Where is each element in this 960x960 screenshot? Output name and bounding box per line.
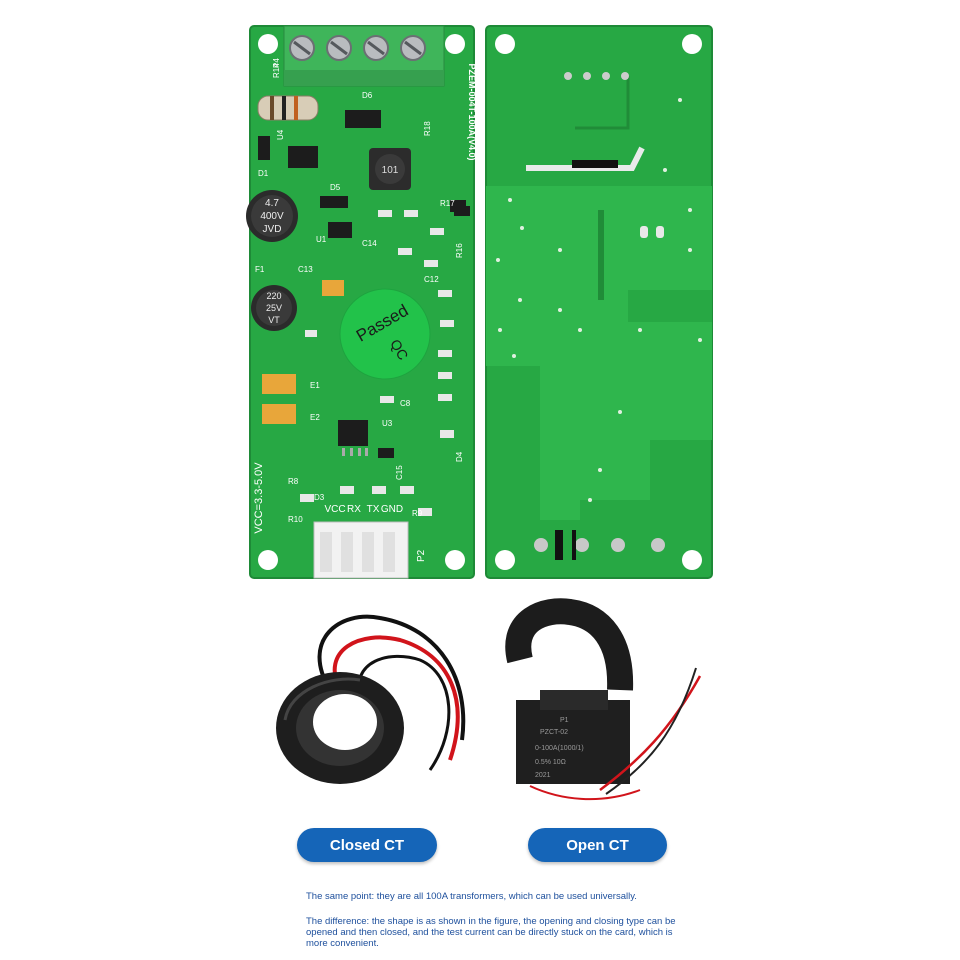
caption-difference: The difference: the shape is as shown in… (306, 916, 676, 949)
svg-text:U1: U1 (316, 235, 327, 244)
svg-text:D6: D6 (362, 91, 373, 100)
svg-text:R17: R17 (440, 199, 455, 208)
capacitor-small: 220 25V VT (251, 285, 297, 331)
caption-same-point: The same point: they are all 100A transf… (306, 891, 637, 902)
connector-label: P2 (416, 549, 427, 562)
svg-text:R14: R14 (272, 63, 281, 78)
pin-label-tx: TX (367, 504, 380, 515)
svg-text:VT: VT (268, 315, 280, 325)
closed-ct-label: Closed CT (297, 828, 437, 862)
svg-text:D4: D4 (455, 451, 464, 462)
resistor-body (257, 95, 319, 121)
tantalum-capacitor (262, 404, 296, 424)
svg-text:2021: 2021 (535, 772, 551, 779)
pin-label-gnd: GND (381, 504, 403, 515)
svg-text:E2: E2 (310, 413, 320, 422)
svg-text:C8: C8 (400, 399, 411, 408)
svg-text:0.5% 10Ω: 0.5% 10Ω (535, 759, 566, 766)
mounting-hole (258, 34, 278, 54)
mounting-hole (445, 550, 465, 570)
svg-text:P4: P4 (272, 58, 281, 68)
svg-text:D5: D5 (330, 183, 341, 192)
svg-text:C15: C15 (395, 465, 404, 480)
svg-text:R16: R16 (455, 243, 464, 258)
ic-chip (338, 420, 368, 446)
mounting-hole (445, 34, 465, 54)
svg-text:F1: F1 (255, 265, 265, 274)
capacitor-large: 4.7 400V JVD (246, 190, 298, 242)
svg-text:PZCT-02: PZCT-02 (540, 729, 568, 736)
svg-text:P1: P1 (560, 717, 569, 724)
svg-text:U4: U4 (276, 129, 285, 140)
svg-text:D3: D3 (314, 493, 325, 502)
svg-text:E1: E1 (310, 381, 320, 390)
svg-text:25V: 25V (266, 303, 282, 313)
svg-text:JVD: JVD (263, 224, 282, 235)
closed-ct-sensor (276, 614, 466, 784)
mounting-hole (495, 34, 515, 54)
model-label: PZEM-004T-100A(V4.0) (467, 63, 477, 160)
tantalum-capacitor (262, 374, 296, 394)
ic-chip (288, 146, 318, 168)
open-ct-label: Open CT (528, 828, 667, 862)
pcb-front: 101 4.7 400V JVD 220 25V VT Passed QC (246, 25, 477, 579)
inductor-label: 101 (382, 165, 399, 176)
open-ct-sensor: P1 PZCT-02 0-100A(1000/1) 0.5% 10Ω 2021 (505, 598, 702, 801)
mounting-hole (682, 34, 702, 54)
svg-text:R10: R10 (288, 515, 303, 524)
mounting-hole (495, 550, 515, 570)
header-connector-p2 (313, 521, 409, 579)
mounting-hole (258, 550, 278, 570)
svg-text:400V: 400V (260, 211, 284, 222)
svg-text:4.7: 4.7 (265, 198, 279, 209)
pin-label-vcc: VCC (324, 504, 345, 515)
svg-text:R18: R18 (423, 121, 432, 136)
svg-text:C13: C13 (298, 265, 313, 274)
svg-text:R8: R8 (288, 477, 299, 486)
pcb-back (454, 25, 713, 579)
svg-text:C12: C12 (424, 275, 439, 284)
svg-text:0-100A(1000/1): 0-100A(1000/1) (535, 745, 584, 752)
svg-text:U3: U3 (382, 419, 393, 428)
svg-text:C14: C14 (362, 239, 377, 248)
svg-text:D1: D1 (258, 169, 269, 178)
svg-text:R9: R9 (412, 509, 423, 518)
screw-terminal (283, 25, 445, 87)
qc-sticker: Passed QC (339, 288, 431, 380)
pin-label-rx: RX (347, 504, 361, 515)
svg-text:220: 220 (266, 291, 281, 301)
vcc-label: VCC=3.3-5.0V (253, 462, 265, 534)
ic-chip (345, 110, 381, 128)
mounting-hole (682, 550, 702, 570)
